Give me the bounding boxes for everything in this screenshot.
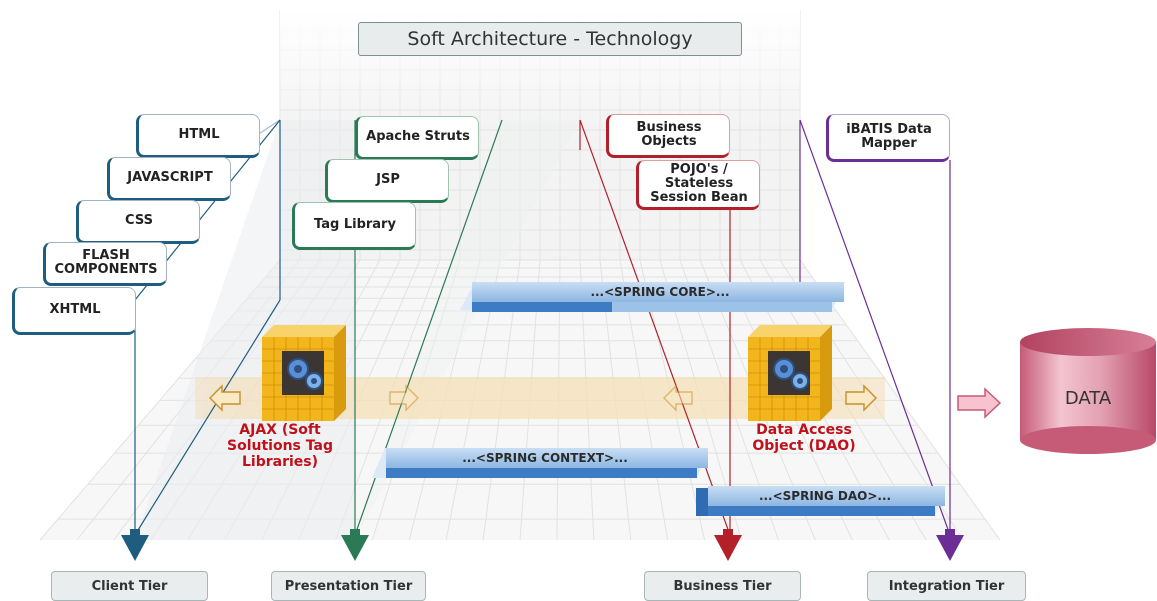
tech-pojo-stateless-session-bean: POJO's / Stateless Session Bean <box>636 160 760 210</box>
tech-jsp: JSP <box>325 159 449 203</box>
spring-context-bar <box>372 448 708 478</box>
tech-html: HTML <box>136 114 260 158</box>
tech-business-objects: Business Objects <box>606 114 730 158</box>
tech-apache-struts: Apache Struts <box>355 116 479 160</box>
tech-xhtml: XHTML <box>12 287 136 335</box>
business-down-arrow-icon <box>714 529 742 561</box>
client-down-arrow-icon <box>121 529 149 561</box>
presentation-down-arrow-icon <box>341 529 369 561</box>
spring-dao-label: ...<SPRING DAO>... <box>758 489 892 503</box>
spring-context-label: ...<SPRING CONTEXT>... <box>462 451 628 465</box>
ajax-label: AJAX (Soft Solutions Tag Libraries) <box>227 422 333 470</box>
spring-core-bar <box>460 282 845 312</box>
tech-ibatis-data-mapper: iBATIS Data Mapper <box>826 114 950 162</box>
tech-css: CSS <box>76 200 200 244</box>
band-arrows <box>209 384 877 412</box>
tech-tag-library: Tag Library <box>292 202 416 250</box>
spring-core-label: ...<SPRING CORE>... <box>590 285 730 299</box>
spring-dao-bar <box>696 486 945 516</box>
tier-business[interactable]: Business Tier <box>644 571 801 601</box>
tech-flash-components: FLASH COMPONENTS <box>43 242 167 286</box>
database-icon <box>1020 328 1156 454</box>
dao-label: Data Access Object (DAO) <box>752 422 856 454</box>
presentation-tier-plane <box>355 120 580 540</box>
ajax-cube-icon <box>262 325 346 421</box>
dao-cube-icon <box>748 325 832 421</box>
tier-integration[interactable]: Integration Tier <box>867 571 1026 601</box>
tier-presentation[interactable]: Presentation Tier <box>271 571 426 601</box>
diagram-title: Soft Architecture - Technology <box>358 22 742 56</box>
tech-javascript: JAVASCRIPT <box>107 157 231 201</box>
data-arrow-icon <box>957 387 1002 419</box>
integration-down-arrow-icon <box>936 529 964 561</box>
data-label: DATA <box>1064 388 1112 409</box>
tier-client[interactable]: Client Tier <box>51 571 208 601</box>
